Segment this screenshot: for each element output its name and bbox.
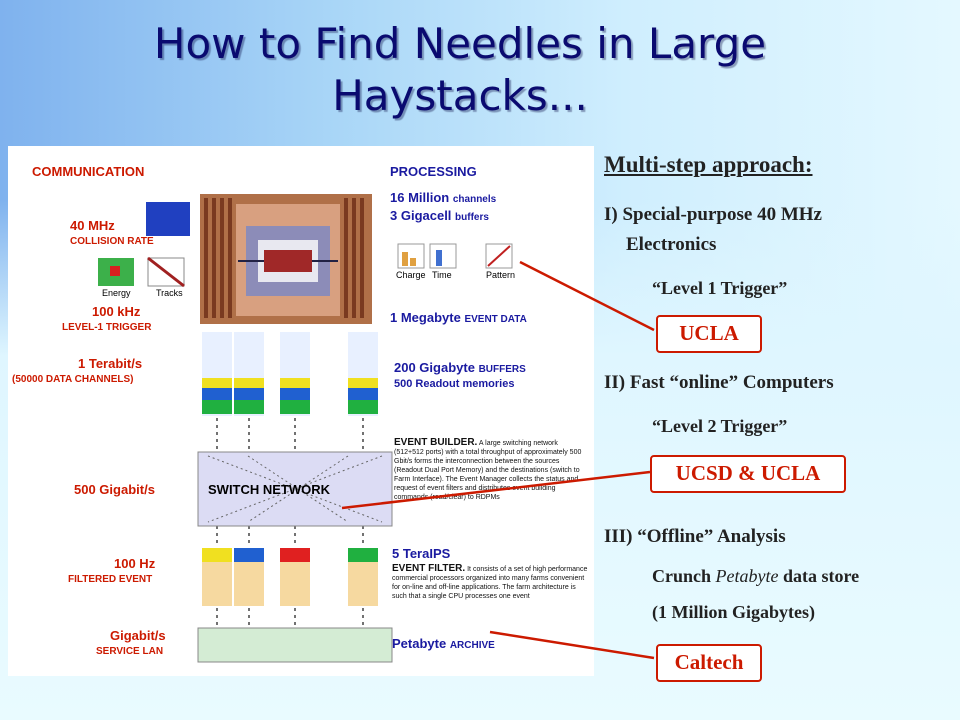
time-plot-icon xyxy=(429,243,457,269)
step3-text: III) “Offline” Analysis xyxy=(604,526,786,547)
pattern-label: Pattern xyxy=(486,270,516,280)
time-label: Time xyxy=(432,270,452,280)
switch-network-box xyxy=(197,451,393,527)
event-builder-text: EVENT BUILDER. A large switching network… xyxy=(394,437,582,502)
filter-farm-4 xyxy=(348,548,378,606)
gigabit500-label: 500 Gigabit/s xyxy=(74,482,155,497)
charge-label: Charge xyxy=(396,270,426,280)
step1-text-cont: Electronics xyxy=(626,234,717,255)
processing-label: PROCESSING xyxy=(390,164,477,179)
ucsd-ucla-tag: UCSD & UCLA xyxy=(650,455,846,493)
filtered-event-label: FILTERED EVENT xyxy=(68,574,153,585)
khz100-label: 100 kHz xyxy=(92,304,141,319)
data-channels-label: (50000 DATA CHANNELS) xyxy=(12,374,134,385)
readout-column-4 xyxy=(348,332,378,416)
service-lan-label: SERVICE LAN xyxy=(96,646,164,657)
crunch-text: Crunch Petabyte data store xyxy=(652,566,860,586)
step2-text: II) Fast “online” Computers xyxy=(604,372,834,393)
filter-farm-3 xyxy=(280,548,310,606)
mhz40-label: 40 MHz xyxy=(70,218,115,233)
readout-memories-label: 500 Readout memories xyxy=(394,378,515,390)
terabit-label: 1 Terabit/s xyxy=(78,356,143,371)
event-filter-text: EVENT FILTER. It consists of a set of hi… xyxy=(392,563,588,601)
diagram-graphics xyxy=(98,194,513,663)
readout-column-2 xyxy=(234,332,264,416)
million-channels-label: 16 Million channels xyxy=(390,190,497,205)
million-gigabytes-text: (1 Million Gigabytes) xyxy=(652,602,815,622)
multistep-heading: Multi-step approach: xyxy=(604,152,813,177)
energy-label: Energy xyxy=(102,288,131,298)
trigger-daq-diagram: COMMUNICATION PROCESSING 40 MHz COLLISIO… xyxy=(8,146,594,676)
filter-farm-1 xyxy=(202,548,232,606)
gigacell-label: 3 Gigacell buffers xyxy=(390,208,489,223)
level2-trigger-text: “Level 2 Trigger” xyxy=(652,416,788,436)
caltech-tag: Caltech xyxy=(656,644,762,682)
service-lan-box xyxy=(197,627,393,663)
readout-column-1 xyxy=(202,332,232,416)
teraips-label: 5 TeraIPS xyxy=(392,546,451,561)
switch-network-label: SWITCH NETWORK xyxy=(208,482,331,497)
gigabyte200-label: 200 Gigabyte BUFFERS xyxy=(394,360,526,375)
readout-column-3 xyxy=(280,332,310,416)
filter-farm-2 xyxy=(234,548,264,606)
megabyte-label: 1 Megabyte EVENT DATA xyxy=(390,310,527,325)
slide-title: How to Find Needles in Large Haystacks..… xyxy=(120,18,800,122)
gigabit-label: Gigabit/s xyxy=(110,628,166,643)
collision-display-icon xyxy=(146,202,190,236)
level1-trigger-text: “Level 1 Trigger” xyxy=(652,278,788,298)
hz100-label: 100 Hz xyxy=(114,556,156,571)
title-line-2: Haystacks... xyxy=(332,71,588,120)
petabyte-archive-label: Petabyte ARCHIVE xyxy=(392,636,495,651)
ucla-tag: UCLA xyxy=(656,315,762,353)
detector-icon xyxy=(200,194,372,324)
step1-text: I) Special-purpose 40 MHz xyxy=(604,204,822,225)
level1-trigger-label: LEVEL-1 TRIGGER xyxy=(62,322,152,333)
tracks-label: Tracks xyxy=(156,288,183,298)
title-line-1: How to Find Needles in Large xyxy=(153,19,767,68)
collision-rate-label: COLLISION RATE xyxy=(70,236,154,247)
communication-label: COMMUNICATION xyxy=(32,164,145,179)
